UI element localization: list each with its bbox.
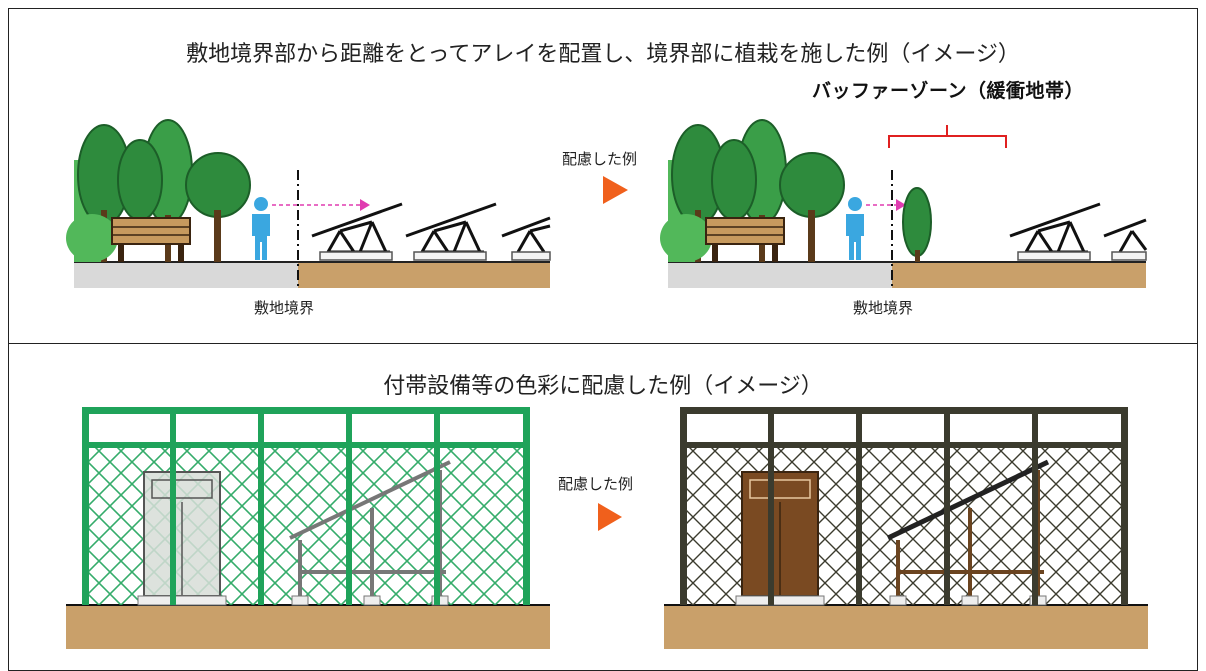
considered-example-label-top: 配慮した例 bbox=[562, 150, 638, 168]
paved-ground bbox=[668, 262, 892, 288]
person-icon bbox=[846, 197, 864, 260]
boundary-label-after: 敷地境界 bbox=[853, 299, 914, 317]
bottom-panel-title: 付帯設備等の色彩に配慮した例（イメージ） bbox=[383, 374, 823, 399]
solar-array-icon bbox=[1009, 202, 1101, 261]
solar-array-icon bbox=[501, 216, 551, 261]
person-icon bbox=[252, 197, 270, 260]
scene-fence-before bbox=[66, 407, 550, 649]
top-panel-title: 敷地境界部から距離をとってアレイを配置し、境界部に植栽を施した例（イメージ） bbox=[186, 42, 1020, 67]
scene-after-buffer bbox=[660, 119, 1148, 290]
soil-ground bbox=[298, 262, 550, 288]
tree-cluster-icon bbox=[66, 119, 251, 262]
tree-cluster-icon bbox=[660, 119, 845, 262]
equipment-cabinet-icon bbox=[735, 471, 825, 606]
equipment-cabinet-icon bbox=[137, 471, 227, 606]
buffer-zone-label: バッファーゾーン（緩衝地帯） bbox=[812, 80, 1085, 102]
paved-ground bbox=[74, 262, 298, 288]
bench-icon bbox=[111, 217, 191, 262]
panel-divider bbox=[8, 343, 1198, 344]
boundary-label-before: 敷地境界 bbox=[254, 299, 315, 317]
solar-array-icon bbox=[1103, 218, 1148, 261]
solar-array-icon bbox=[405, 202, 497, 261]
soil-ground bbox=[664, 605, 1148, 649]
bench-icon bbox=[705, 217, 785, 262]
scene-fence-after bbox=[664, 407, 1148, 649]
green-fence-frame bbox=[82, 407, 530, 605]
soil-ground bbox=[66, 605, 550, 649]
transition-arrow-icon bbox=[603, 176, 628, 204]
dark-fence-frame bbox=[680, 407, 1128, 605]
distance-arrow-icon bbox=[360, 199, 370, 211]
distance-arrow-icon bbox=[896, 199, 906, 211]
buffer-zone-bracket bbox=[888, 125, 1007, 148]
transition-arrow-icon bbox=[598, 503, 622, 531]
considered-example-label-bottom: 配慮した例 bbox=[558, 475, 634, 493]
scene-before-buffer bbox=[66, 119, 551, 290]
soil-ground bbox=[892, 262, 1146, 288]
solar-array-icon bbox=[311, 202, 403, 261]
boundary-tree-icon bbox=[902, 187, 932, 262]
